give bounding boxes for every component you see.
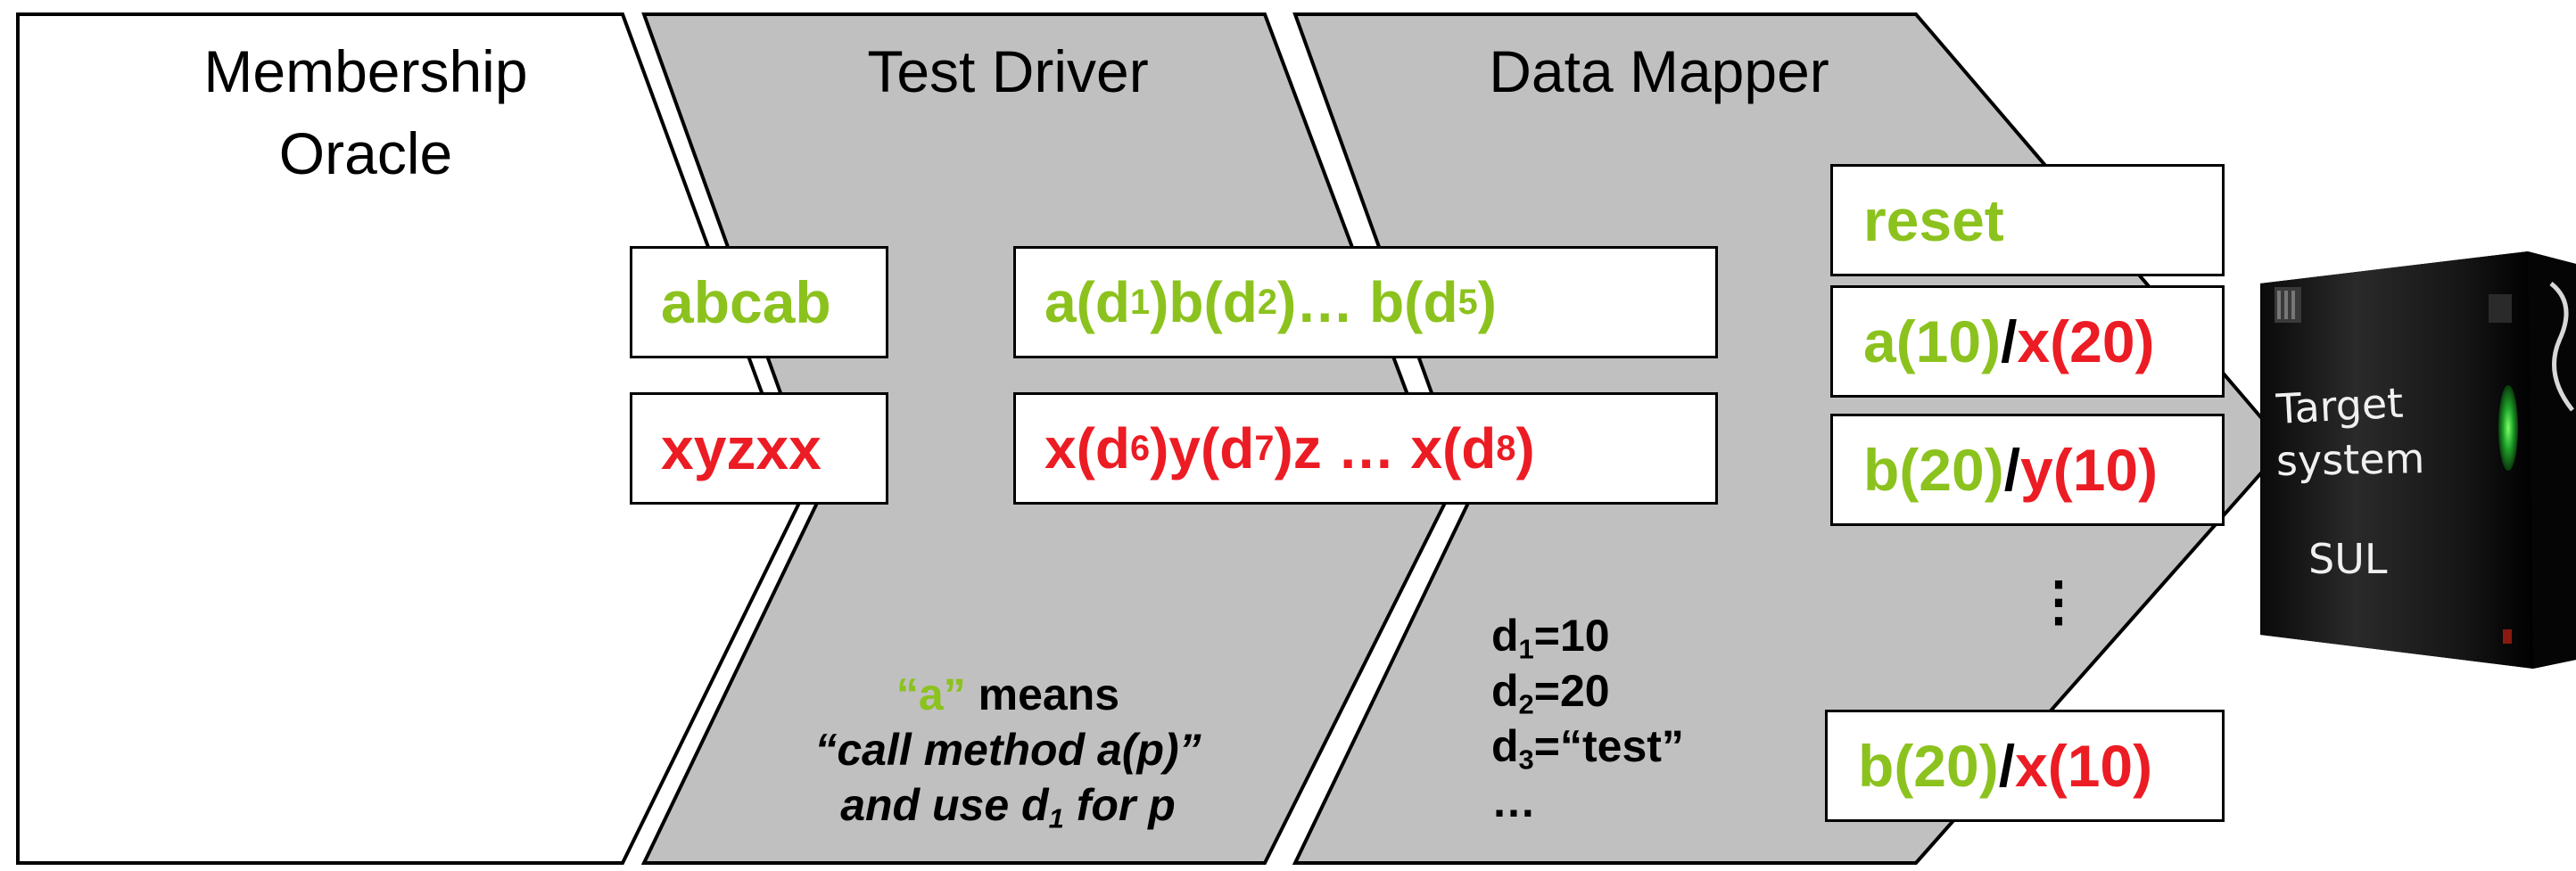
driver-note-line2: “call method a(p)” xyxy=(814,725,1201,775)
note-line3-sub: 1 xyxy=(1048,802,1064,834)
sul-line2: system xyxy=(2275,434,2425,485)
mapper-value-row: d3=“test” xyxy=(1491,719,1684,774)
mapper-value: =20 xyxy=(1533,666,1610,716)
concrete-separator: / xyxy=(2003,437,2021,503)
concrete-output: x(10) xyxy=(2015,733,2153,799)
reset-text: reset xyxy=(1863,187,2004,253)
quoted-symbol: “a” xyxy=(896,670,966,719)
concrete-row-3: b(20)/x(10) xyxy=(1825,710,2225,822)
data-mapper-title: Data Mapper xyxy=(1489,38,1829,104)
mapper-var: d xyxy=(1491,611,1519,661)
means-text: means xyxy=(965,670,1120,719)
mapper-value: =10 xyxy=(1533,611,1610,661)
oracle-input-word: abcab xyxy=(630,246,888,358)
mapper-value-row: … xyxy=(1491,774,1684,829)
mapper-value: =“test” xyxy=(1533,721,1684,771)
reset-box: reset xyxy=(1830,164,2225,276)
driver-output-part: )y(d xyxy=(1150,416,1255,481)
concrete-input: b(20) xyxy=(1863,437,2004,503)
mapper-values: d1=10 d2=20 d3=“test” … xyxy=(1491,608,1684,829)
concrete-row-1: a(10)/x(20) xyxy=(1830,285,2225,398)
mapper-value-row: d1=10 xyxy=(1491,608,1684,663)
driver-input-part: a(d xyxy=(1044,270,1130,334)
concrete-row-2: b(20)/y(10) xyxy=(1830,414,2225,526)
driver-output-part: )z … x(d xyxy=(1274,416,1497,481)
mapper-var: … xyxy=(1491,777,1536,826)
driver-note-line3: and use d1 for p xyxy=(740,777,1276,833)
sul-line3: SUL xyxy=(2308,535,2388,583)
driver-note-line1: “a” means xyxy=(740,667,1276,722)
driver-input-part: ) xyxy=(1477,270,1497,334)
oracle-title-line2: Oracle xyxy=(278,120,453,186)
oracle-output-word: xyzxx xyxy=(630,392,888,505)
mapper-var-sub: 1 xyxy=(1518,633,1534,665)
concrete-output: x(20) xyxy=(2017,308,2155,374)
mapper-var: d xyxy=(1491,666,1519,716)
concrete-input: b(20) xyxy=(1858,733,1999,799)
oracle-input-text: abcab xyxy=(661,269,831,335)
oracle-title-line1: Membership xyxy=(203,38,528,104)
concrete-ellipsis: ⋮ xyxy=(2032,571,2085,631)
driver-input-part: )… b(d xyxy=(1276,270,1458,334)
driver-input-part: )b(d xyxy=(1150,270,1258,334)
server-icon xyxy=(2260,251,2576,669)
mapper-var-sub: 2 xyxy=(1518,688,1534,720)
note-line3-part: and use d xyxy=(840,780,1049,830)
concrete-input: a(10) xyxy=(1863,308,2002,374)
note-line3-part: for p xyxy=(1063,780,1176,830)
mapper-var-sub: 3 xyxy=(1518,744,1534,776)
test-driver-title: Test Driver xyxy=(867,38,1149,104)
concrete-separator: / xyxy=(1998,733,2016,799)
driver-note: “a” means “call method a(p)” and use d1 … xyxy=(740,667,1276,833)
concrete-separator: / xyxy=(2001,308,2018,374)
mapper-var: d xyxy=(1491,721,1519,771)
driver-output-part: x(d xyxy=(1044,416,1130,481)
driver-output-part: ) xyxy=(1515,416,1535,481)
sul-line1: Target xyxy=(2275,378,2405,433)
membership-oracle-title: Membership Oracle xyxy=(116,30,615,194)
concrete-output: y(10) xyxy=(2020,437,2159,503)
membership-oracle-column xyxy=(16,12,804,865)
oracle-output-text: xyzxx xyxy=(661,415,822,481)
sul-label: Target system SUL xyxy=(2275,379,2490,585)
mapper-value-row: d2=20 xyxy=(1491,663,1684,719)
